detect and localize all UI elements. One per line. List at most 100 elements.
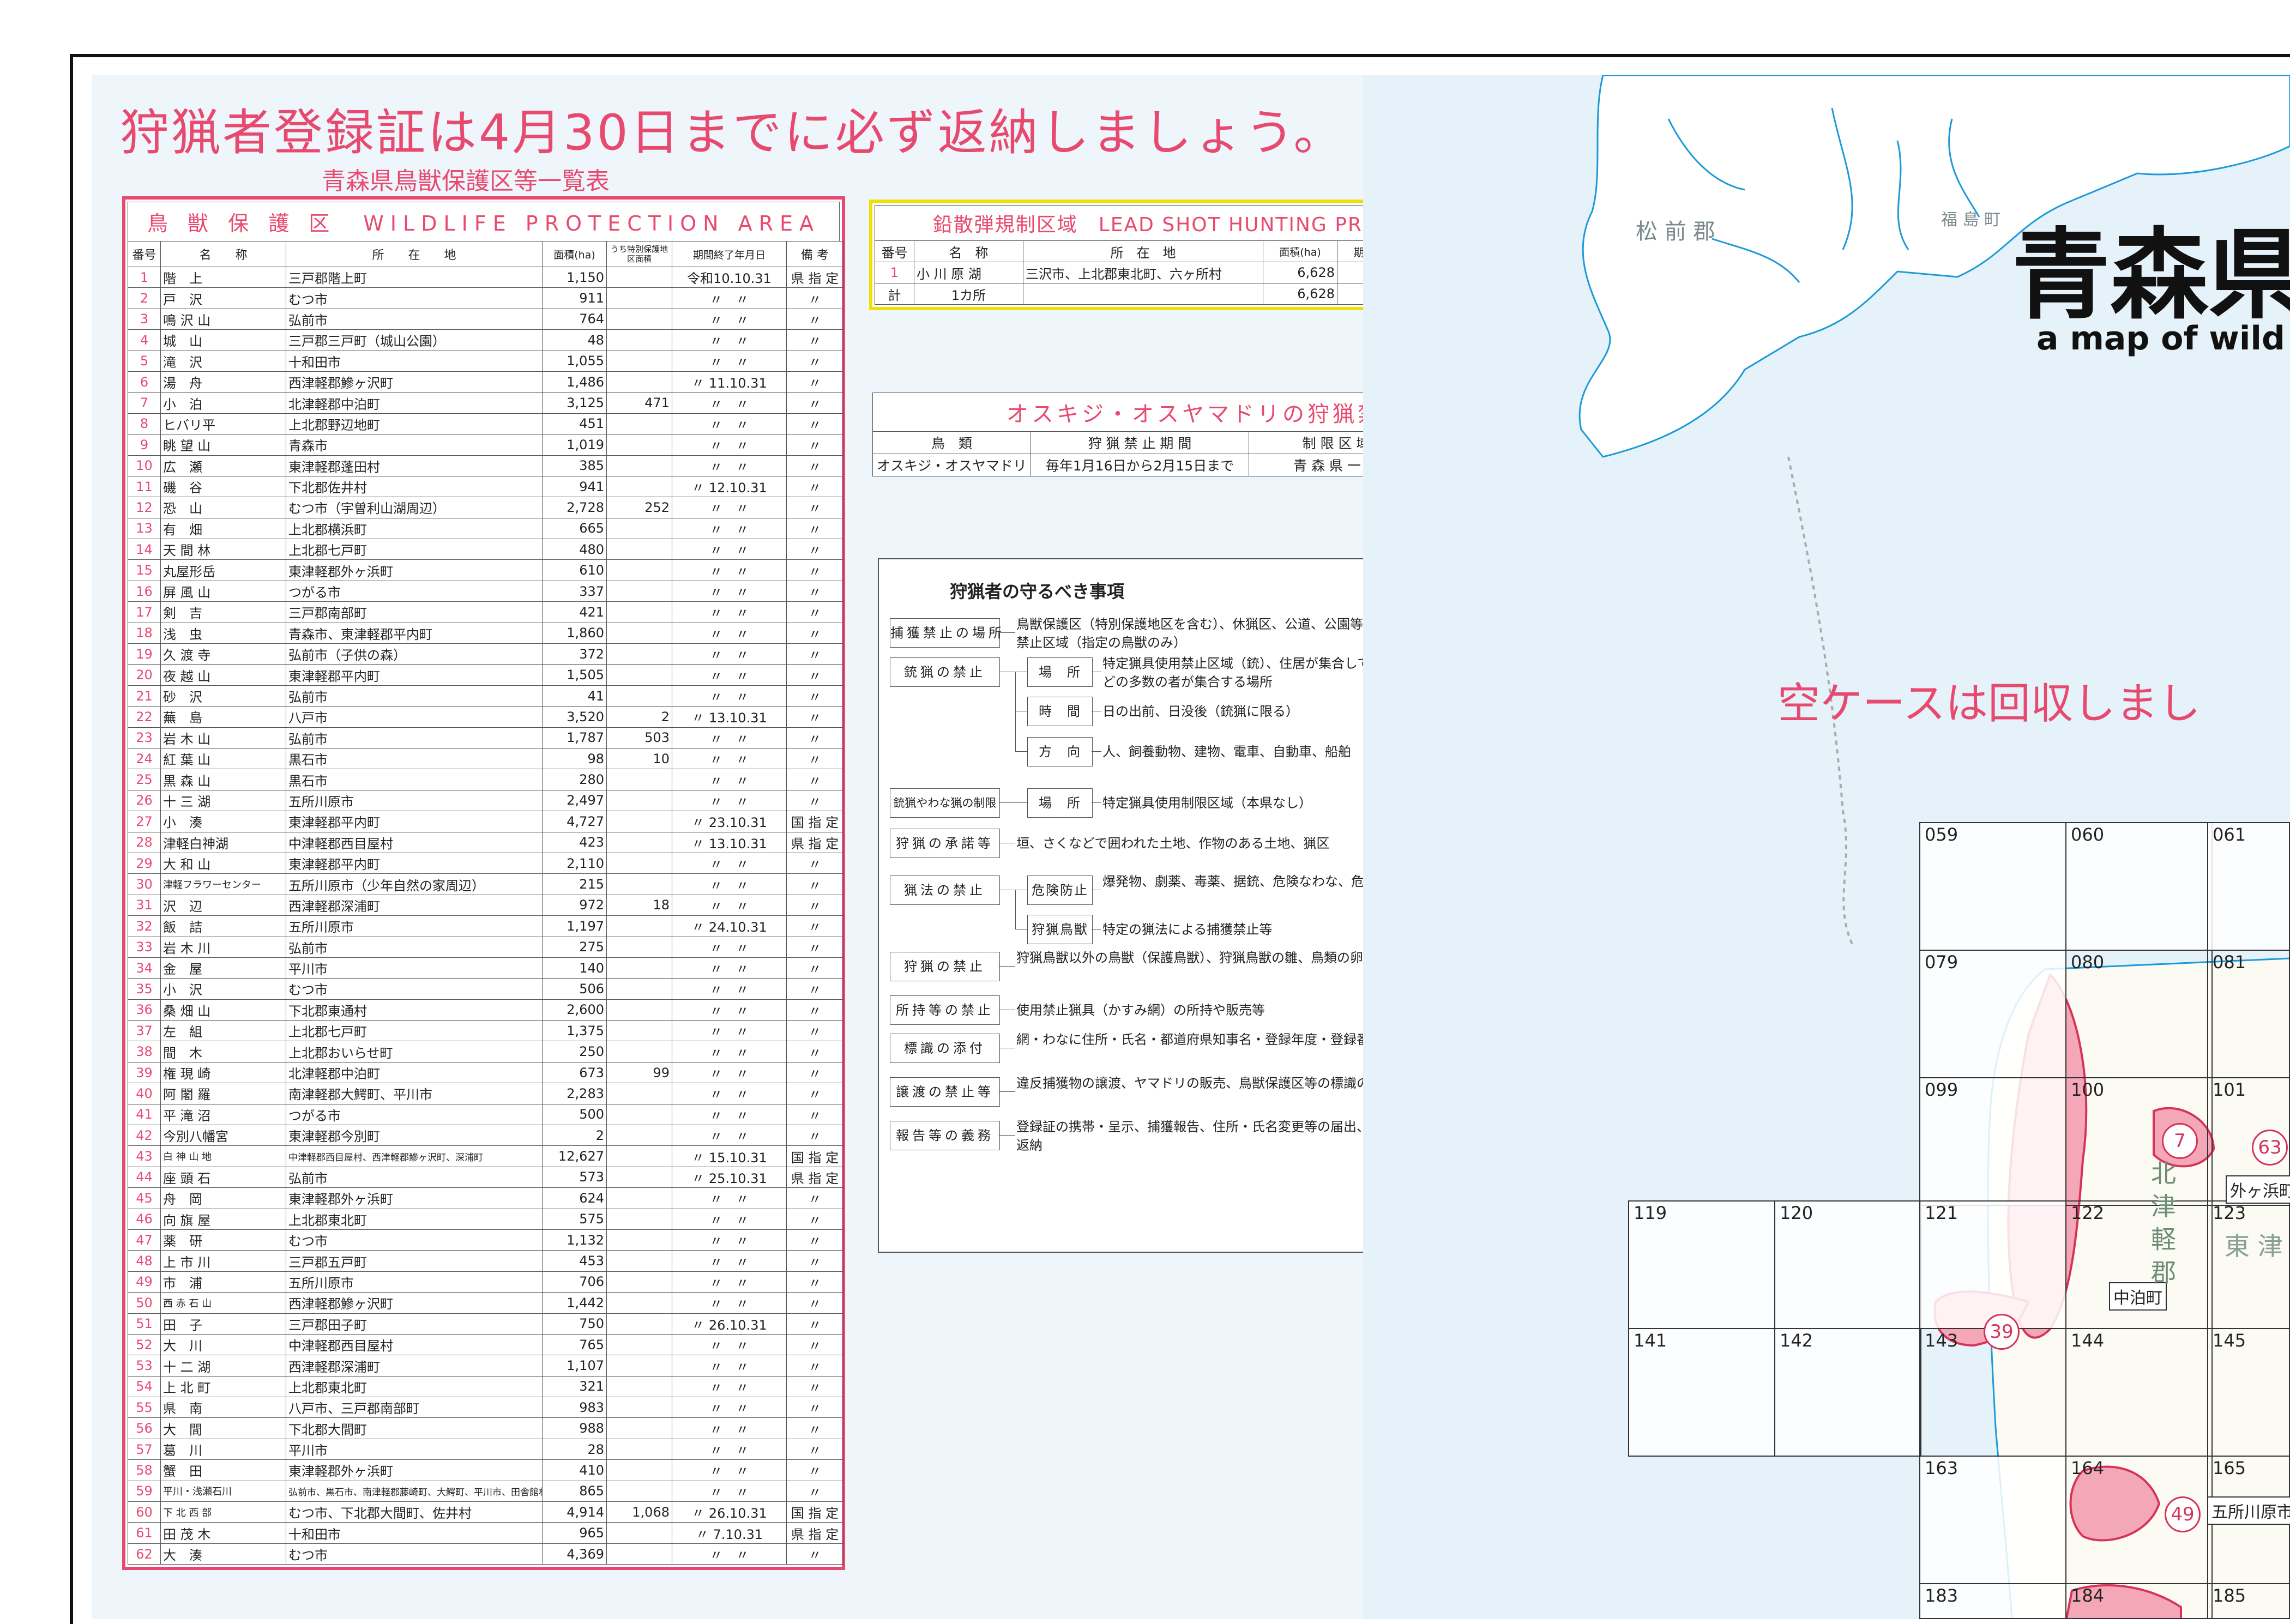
wildlife-cell: 大 間	[160, 1417, 286, 1439]
wildlife-cell	[606, 622, 672, 644]
wildlife-cell: 青森市	[286, 434, 543, 456]
wildlife-cell: 410	[542, 1459, 607, 1481]
wildlife-cell: 屏 風 山	[160, 580, 286, 602]
wildlife-cell: 三戸郡五戸町	[286, 1250, 543, 1272]
wildlife-cell: 令和10.10.31	[672, 266, 787, 288]
lead-row-no: 1	[875, 262, 914, 283]
wildlife-cell: 1,107	[542, 1355, 607, 1377]
wildlife-cell: 451	[542, 413, 607, 435]
wildlife-cell: 573	[542, 1166, 607, 1188]
rule-text: 特定の猟法による捕獲禁止等	[1102, 922, 1273, 937]
wildlife-cell: 眺 望 山	[160, 434, 286, 456]
wildlife-cell: 10	[606, 747, 672, 770]
wildlife-cell: 52	[128, 1333, 161, 1356]
wildlife-cell: 22	[128, 706, 161, 728]
wildlife-cell: 〃 〃	[672, 1375, 787, 1398]
wildlife-cell	[606, 1020, 672, 1042]
rule-text: 日の出前、日没後（銃猟に限る）	[1102, 704, 1299, 719]
wildlife-cell	[606, 1417, 672, 1439]
grid-cell-label: 122	[2071, 1203, 2105, 1223]
wildlife-cell	[606, 1145, 672, 1167]
grid-cell-059: 059	[1919, 822, 2066, 951]
wildlife-cell	[606, 1438, 672, 1460]
wildlife-cell: 〃	[786, 517, 843, 540]
wildlife-cell: 〃 25.10.31	[672, 1166, 787, 1188]
wildlife-cell: 東津軽郡今別町	[286, 1125, 543, 1146]
wildlife-cell: 十 二 湖	[160, 1355, 286, 1377]
wildlife-cell: 〃	[786, 1375, 843, 1398]
wildlife-cell: 〃 〃	[672, 1271, 787, 1293]
wildlife-cell: 50	[128, 1292, 161, 1314]
wildlife-cell: 23	[128, 727, 161, 748]
protect-area-49	[2069, 1465, 2161, 1542]
wildlife-cell: 舟 岡	[160, 1187, 286, 1209]
wildlife-cell: 15	[128, 559, 161, 581]
wildlife-cell: 〃 〃	[672, 1459, 787, 1481]
rule-label: 標識の添付	[890, 1034, 1000, 1063]
wildlife-cell: 20	[128, 664, 161, 686]
grid-cell-label: 143	[1925, 1330, 1958, 1351]
wildlife-cell: 東津軽郡平内町	[286, 852, 543, 874]
rule-sublabel: 狩猟鳥獣	[1027, 915, 1093, 944]
grid-cell-label: 144	[2071, 1330, 2105, 1351]
wildlife-cell: 〃	[786, 1480, 843, 1502]
wildlife-cell: 36	[128, 999, 161, 1021]
wildlife-cell: 49	[128, 1271, 161, 1293]
wildlife-cell: 座 頭 石	[160, 1166, 286, 1188]
wildlife-cell	[606, 1522, 672, 1544]
wildlife-cell: 〃 〃	[672, 1041, 787, 1062]
wildlife-cell: 弘前市	[286, 727, 543, 748]
place-goshogawara: 五所川原市	[2207, 1496, 2290, 1525]
wildlife-cell: 〃	[786, 1355, 843, 1377]
wildlife-cell: 〃 12.10.31	[672, 475, 787, 498]
wildlife-cell: 湯 舟	[160, 371, 286, 393]
wildlife-cell: 夜 越 山	[160, 664, 286, 686]
wildlife-cell: 〃	[786, 601, 843, 623]
wildlife-table-header: 番号 名 称 所 在 地 面積(ha) うち特別保護地区面積 期間終了年月日 備…	[128, 241, 843, 267]
wildlife-cell: 〃	[786, 1125, 843, 1146]
rule-connector	[1015, 751, 1027, 752]
rule-sublabel: 方 向	[1027, 737, 1093, 766]
wildlife-cell: 2	[542, 1125, 607, 1146]
wildlife-cell: むつ市	[286, 287, 543, 309]
wildlife-cell: 〃 〃	[672, 1187, 787, 1209]
wildlife-cell: ヒバリ平	[160, 413, 286, 435]
wildlife-cell: 〃 7.10.31	[672, 1522, 787, 1544]
wildlife-cell: 40	[128, 1083, 161, 1104]
wildlife-cell	[606, 308, 672, 330]
lead-row-location: 三沢市、上北郡東北町、六ヶ所村	[1023, 262, 1263, 283]
wildlife-cell: 35	[128, 978, 161, 1000]
rule-label: 報告等の義務	[890, 1121, 1000, 1150]
wildlife-cell: 〃 〃	[672, 580, 787, 602]
map-subtitle: a map of wild	[2036, 319, 2285, 358]
wildlife-cell: 〃 〃	[672, 894, 787, 916]
wildlife-cell: 岩 木 山	[160, 727, 286, 748]
rule-label: 譲渡の禁止等	[890, 1077, 1000, 1107]
wildlife-cell: 41	[542, 685, 607, 707]
wildlife-cell: 恐 山	[160, 497, 286, 518]
rule-label: 銃猟の禁止	[890, 657, 1000, 687]
rule-text: 使用禁止猟具（かすみ網）の所持や販売等	[1016, 1003, 1265, 1018]
wildlife-cell: 上北郡東北町	[286, 1208, 543, 1230]
wildlife-cell: 24	[128, 747, 161, 770]
rule-sublabel: 場 所	[1027, 657, 1093, 687]
grid-cell-080: 080	[2065, 950, 2213, 1078]
wildlife-cell	[606, 434, 672, 456]
wildlife-cell: 〃	[786, 1229, 843, 1251]
wildlife-cell: 〃 〃	[672, 308, 787, 330]
wildlife-cell: 1,197	[542, 915, 607, 937]
place-nakadomari: 中泊町	[2109, 1282, 2167, 1311]
wildlife-cell	[606, 350, 672, 372]
place-fukushima: 福 島 町	[1941, 210, 2001, 230]
